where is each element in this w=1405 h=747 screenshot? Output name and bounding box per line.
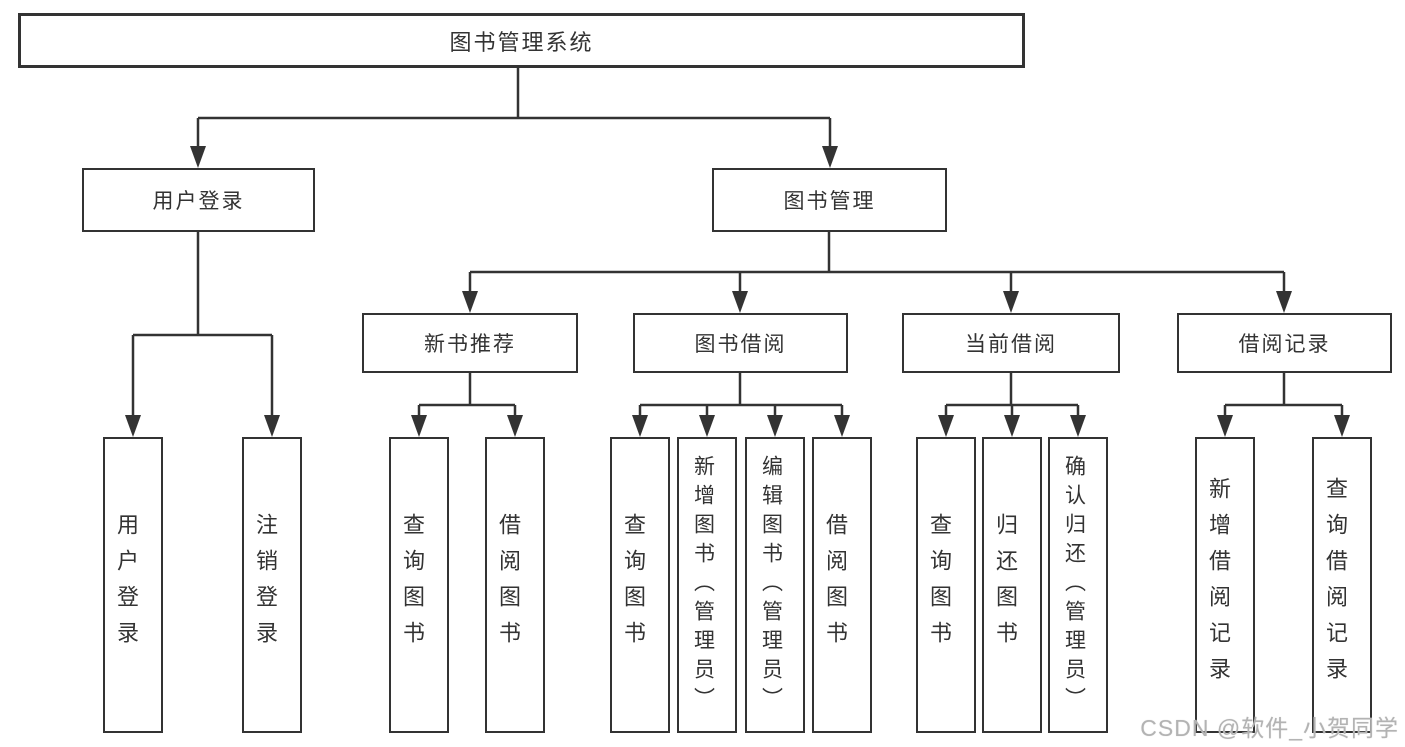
edge-bookborrow-to-leaves [632, 373, 850, 437]
node-book-management: 图书管理 [712, 168, 947, 232]
node-root-system: 图书管理系统 [18, 13, 1025, 68]
node-user-login: 用户登录 [82, 168, 315, 232]
leaf-newbooks-search-book: 查询图书 [389, 437, 449, 733]
node-current-borrow-label: 当前借阅 [965, 333, 1057, 356]
leaf-logout-label: 注销登录 [253, 513, 278, 657]
leaf-borrow-borrow-book: 借阅图书 [812, 437, 872, 733]
edge-newbooks-to-leaves [411, 373, 523, 437]
leaf-borrow-search-book-label: 查询图书 [621, 513, 646, 657]
node-new-book-recommend-label: 新书推荐 [424, 333, 516, 356]
leaf-current-confirm-return-admin-label: 确认归还（管理员） [1062, 454, 1086, 716]
leaf-records-search-record: 查询借阅记录 [1312, 437, 1372, 733]
edge-bookmgmt-to-level3 [462, 232, 1292, 313]
leaf-records-add-record: 新增借阅记录 [1195, 437, 1255, 733]
leaf-logout: 注销登录 [242, 437, 302, 733]
leaf-newbooks-search-book-label: 查询图书 [400, 513, 425, 657]
leaf-current-return-book: 归还图书 [982, 437, 1042, 733]
leaf-borrow-add-book-admin: 新增图书（管理员） [677, 437, 737, 733]
leaf-current-search-book-label: 查询图书 [927, 513, 952, 657]
leaf-newbooks-borrow-book-label: 借阅图书 [496, 513, 521, 657]
node-new-book-recommend: 新书推荐 [362, 313, 578, 373]
leaf-borrow-borrow-book-label: 借阅图书 [823, 513, 848, 657]
edge-root-to-level2 [190, 68, 838, 168]
node-book-borrow: 图书借阅 [633, 313, 848, 373]
node-book-borrow-label: 图书借阅 [694, 333, 787, 356]
node-user-login-label: 用户登录 [152, 190, 245, 213]
leaf-current-search-book: 查询图书 [916, 437, 976, 733]
leaf-borrow-add-book-admin-label: 新增图书（管理员） [691, 454, 715, 716]
leaf-borrow-edit-book-admin-label: 编辑图书（管理员） [759, 454, 783, 716]
leaf-records-add-record-label: 新增借阅记录 [1206, 477, 1231, 693]
csdn-watermark: CSDN @软件_小贺同学 [1140, 715, 1399, 741]
node-borrow-records-label: 借阅记录 [1238, 333, 1331, 356]
leaf-current-confirm-return-admin: 确认归还（管理员） [1048, 437, 1108, 733]
edge-borrowrecords-to-leaves [1217, 373, 1350, 437]
leaf-records-search-record-label: 查询借阅记录 [1323, 477, 1348, 693]
node-book-management-label: 图书管理 [783, 190, 876, 213]
leaf-borrow-search-book: 查询图书 [610, 437, 670, 733]
edge-currentborrow-to-leaves [938, 373, 1086, 437]
node-borrow-records: 借阅记录 [1177, 313, 1392, 373]
node-current-borrow: 当前借阅 [902, 313, 1120, 373]
edge-userlogin-to-leaves [125, 232, 280, 437]
leaf-user-login: 用户登录 [103, 437, 163, 733]
leaf-current-return-book-label: 归还图书 [993, 513, 1018, 657]
leaf-borrow-edit-book-admin: 编辑图书（管理员） [745, 437, 805, 733]
node-root-label: 图书管理系统 [449, 29, 594, 55]
leaf-user-login-label: 用户登录 [114, 513, 139, 657]
leaf-newbooks-borrow-book: 借阅图书 [485, 437, 545, 733]
